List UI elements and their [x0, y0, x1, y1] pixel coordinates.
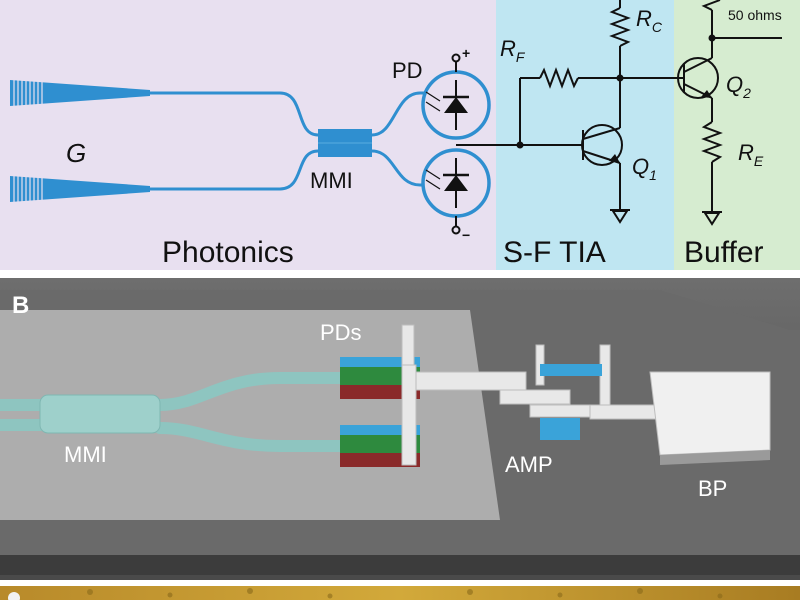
ground-q1: [611, 210, 629, 224]
pd-label: PD: [392, 58, 423, 83]
pd-stack-bottom: [340, 425, 420, 467]
waveguides: [150, 91, 428, 191]
section-tia-label: S-F TIA: [503, 236, 606, 269]
q1-label: Q1: [632, 154, 657, 183]
section-photonics-label: Photonics: [162, 236, 294, 269]
grating-label: G: [66, 138, 86, 168]
bond-pad: [649, 371, 771, 456]
amp-top-layer: [540, 364, 602, 376]
amp-bottom-layer: [540, 418, 580, 440]
pd-stack-top: [340, 357, 420, 399]
mmi-block-3d: [39, 394, 161, 434]
amp-label: AMP: [505, 452, 553, 477]
transistor-q2-body: [677, 57, 719, 99]
bp-label: BP: [698, 476, 727, 501]
q2-label: Q2: [726, 72, 751, 101]
rf-label: RF: [500, 36, 526, 65]
grating-coupler-top: [10, 80, 150, 106]
photonics-region: [0, 0, 496, 270]
mmi-label: MMI: [310, 168, 353, 193]
grating-coupler-bottom: [10, 176, 150, 202]
pd-wiring: [451, 53, 526, 235]
panel-c-strip: [0, 586, 800, 600]
photodiode-top: [421, 70, 491, 140]
panel-b: B PDs MMI AMP BP: [0, 278, 800, 580]
section-buffer-label: Buffer: [684, 236, 764, 269]
panel-letter-b: B: [12, 292, 29, 319]
waveguides-3d: [0, 372, 346, 452]
buffer-region: [674, 0, 800, 270]
pds-label: PDs: [320, 320, 362, 345]
panel-a: G MMI PD + − RF RC Q1 Q2 RE 50 ohms Phot…: [0, 0, 800, 270]
pd-minus-label: −: [462, 227, 470, 243]
rc-label: RC: [636, 6, 663, 35]
pd-plus-label: +: [462, 45, 470, 61]
metal-traces: [401, 324, 661, 466]
ground-q2: [703, 212, 721, 226]
transistor-q1-body: [581, 124, 623, 166]
re-label: RE: [738, 140, 764, 169]
buffer-circuit: [670, 0, 782, 213]
mmi-label-3d: MMI: [64, 442, 107, 467]
ohms-label: 50 ohms: [728, 7, 782, 23]
photodiode-bottom: [421, 148, 491, 218]
